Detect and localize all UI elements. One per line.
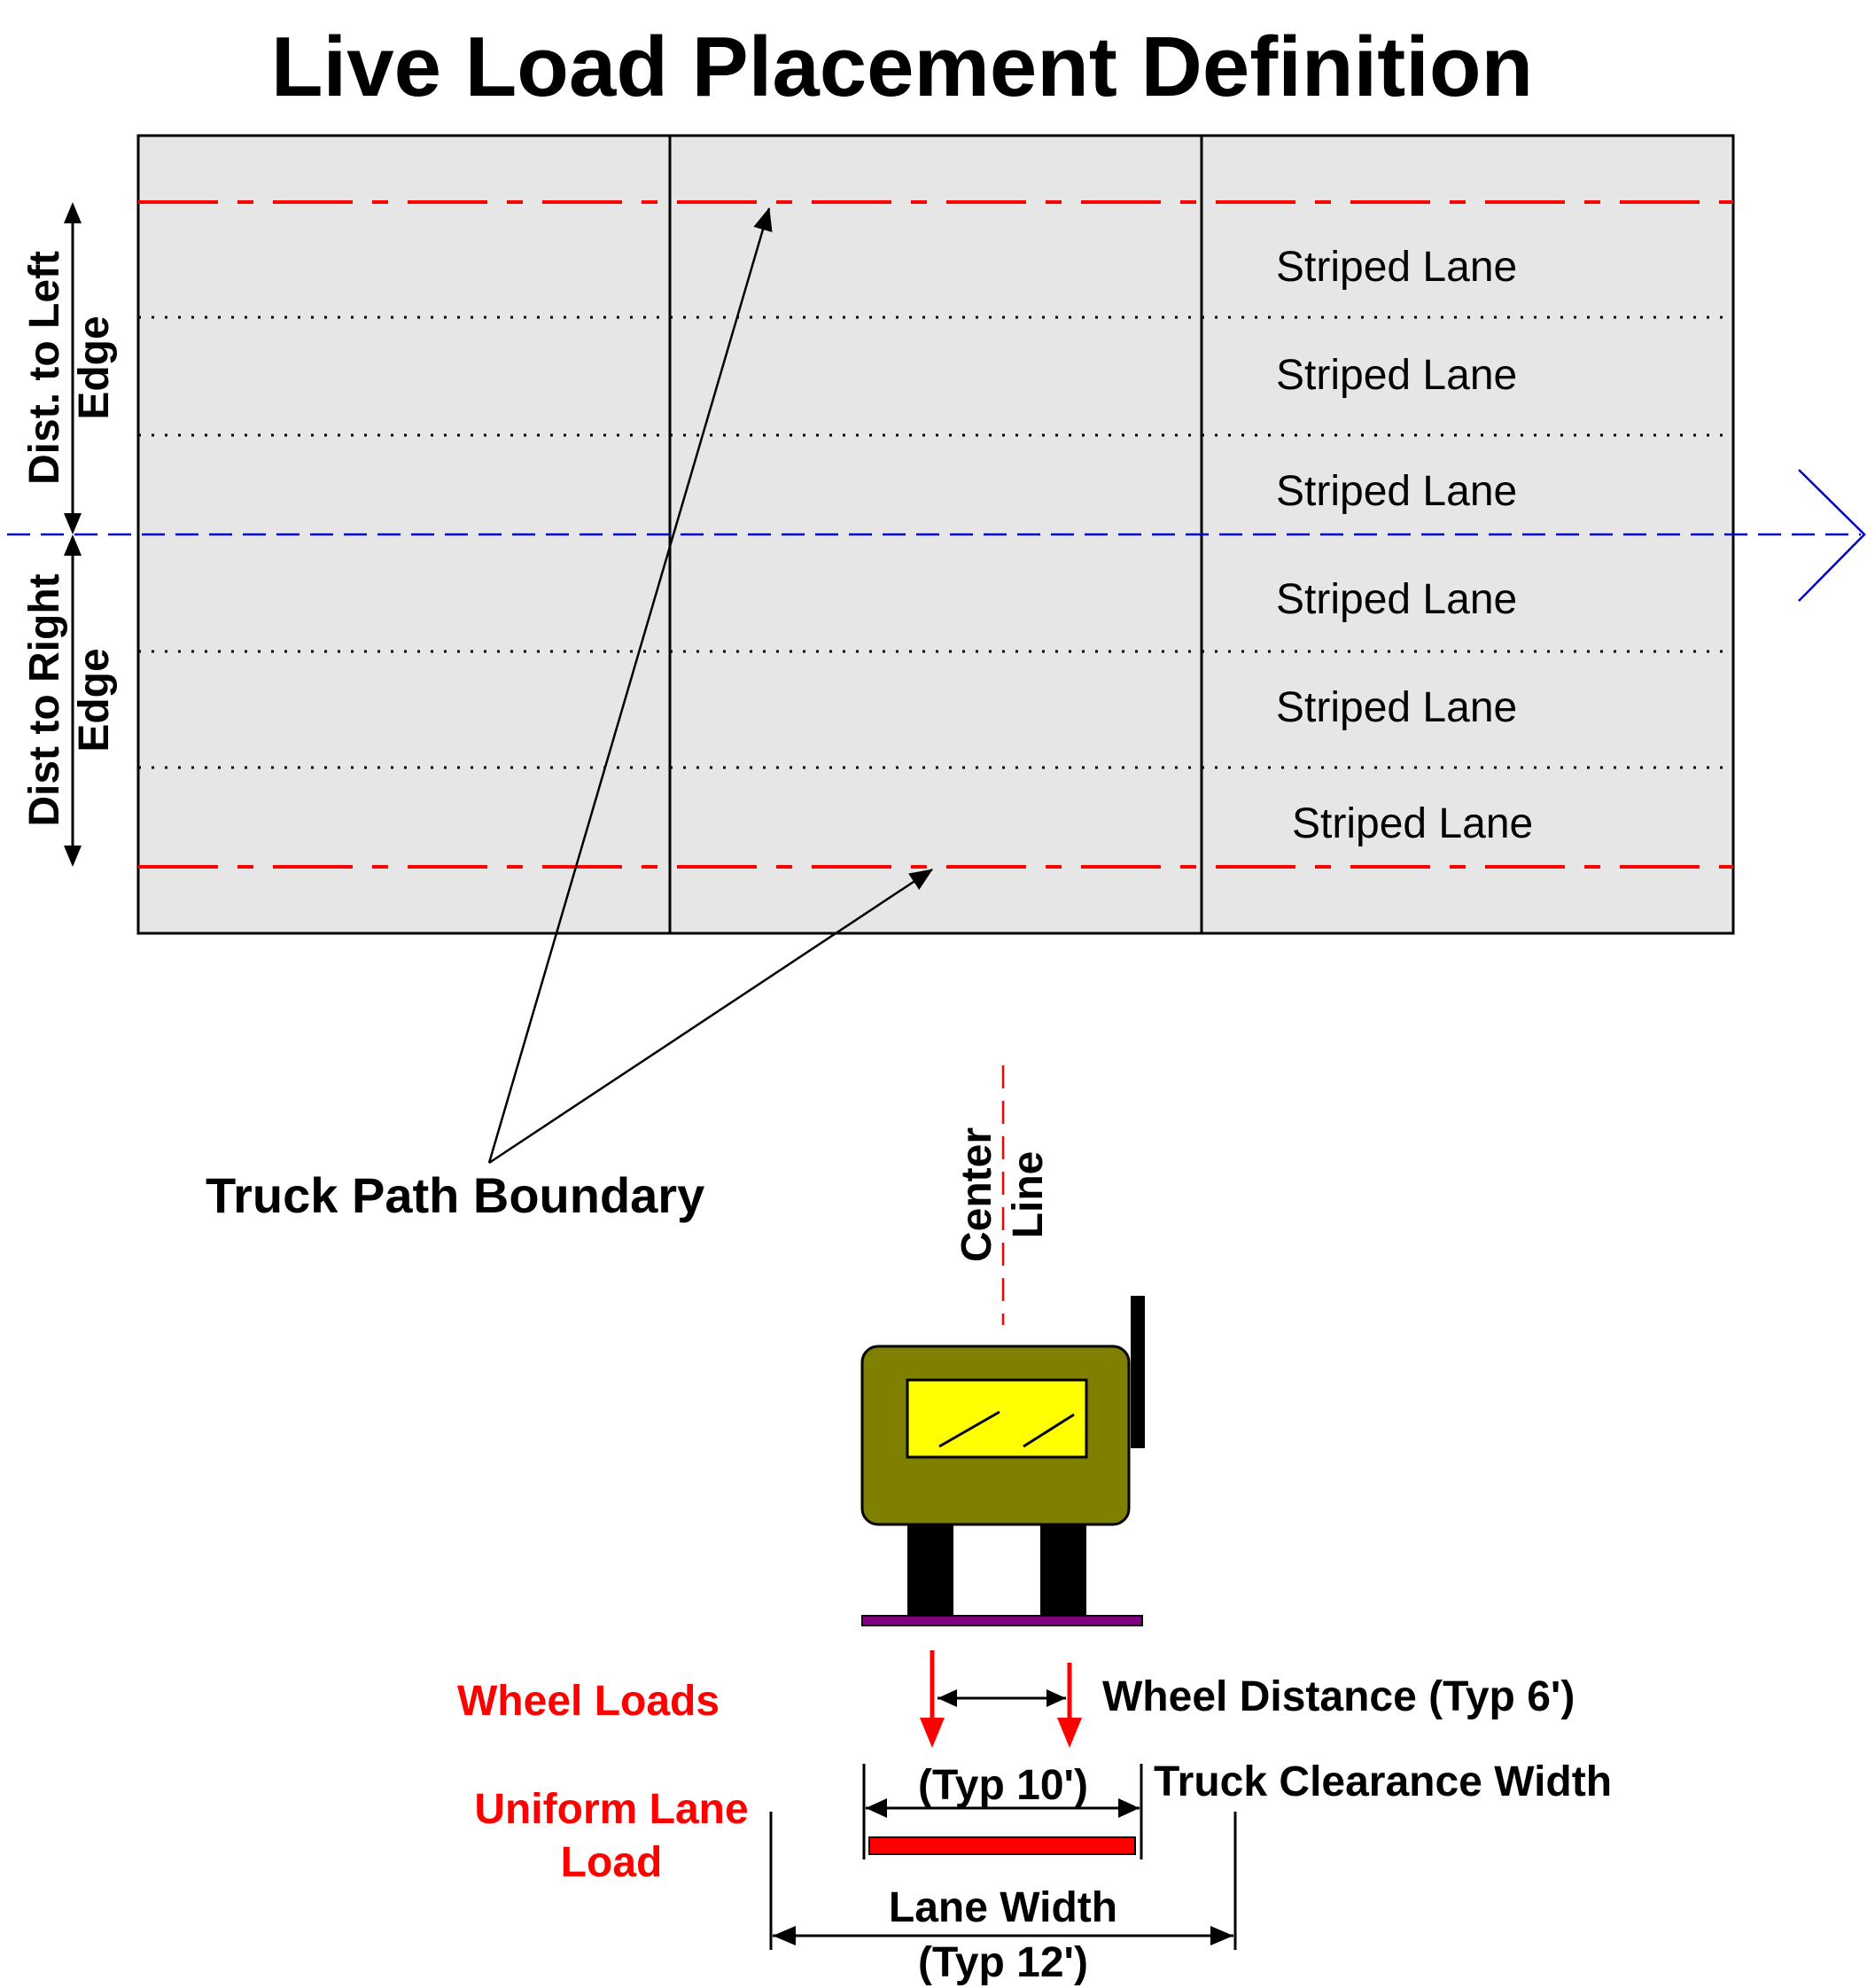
truck-window [906, 1378, 1088, 1459]
leader-line-bottom [488, 868, 933, 1165]
wheel-load-arrow-icon [1057, 1718, 1082, 1748]
leader-line-top [487, 207, 773, 1164]
arrow-down-icon [64, 513, 82, 534]
lane-width-label-line1: Lane Width [889, 1884, 1117, 1931]
arrow-left-icon [866, 1798, 887, 1818]
left-edge-label-line1: Dist. to Left [21, 251, 68, 485]
uniform-lane-load-label-line2: Load [561, 1839, 663, 1886]
truck-axle [861, 1615, 1143, 1626]
truck-path-boundary-label: Truck Path Boundary [206, 1167, 704, 1223]
truck-exhaust-stack [1131, 1296, 1145, 1448]
arrow-right-icon [1046, 1689, 1066, 1707]
right-edge-label: Dist to Right Edge [21, 573, 118, 826]
arrow-up-icon [64, 202, 82, 223]
arrow-up-icon [64, 534, 82, 556]
clearance-typ-label: (Typ 10') [918, 1762, 1088, 1809]
lane-label: Striped Lane [1276, 684, 1517, 731]
wheel-distance-label: Wheel Distance (Typ 6') [1102, 1673, 1575, 1720]
center-line-label-line2: Line [1005, 1151, 1052, 1239]
lane-label: Striped Lane [1276, 352, 1517, 399]
window-glint [938, 1410, 1000, 1448]
right-edge-label-line2: Edge [71, 648, 118, 752]
wheel-loads-label: Wheel Loads [457, 1678, 720, 1725]
uniform-lane-load-label-line1: Uniform Lane [474, 1786, 748, 1833]
lane-label: Striped Lane [1276, 244, 1517, 291]
center-line-label: Center Line [953, 1127, 1052, 1262]
arrow-right-icon [1210, 1926, 1233, 1945]
lane-width-label-line2: (Typ 12') [918, 1939, 1088, 1986]
center-line-label-line1: Center [953, 1127, 1000, 1262]
truck-icon [860, 1296, 1145, 1626]
uniform-lane-load-bar [868, 1836, 1136, 1855]
arrow-left-icon [773, 1926, 796, 1945]
lane-label: Striped Lane [1292, 800, 1533, 847]
window-glint [1023, 1413, 1075, 1448]
right-edge-label-line1: Dist to Right [21, 573, 68, 826]
lane-label: Striped Lane [1276, 576, 1517, 623]
arrow-down-icon [64, 846, 82, 867]
direction-arrow-icon [1798, 469, 1866, 602]
truck-wheel-left [907, 1524, 953, 1618]
left-edge-label-line2: Edge [71, 316, 118, 419]
arrow-right-icon [1118, 1798, 1140, 1818]
diagram-title: Live Load Placement Definition [271, 19, 1533, 114]
lane-label: Striped Lane [1276, 468, 1517, 515]
clearance-width-label: Truck Clearance Width [1154, 1758, 1612, 1805]
arrow-left-icon [938, 1689, 957, 1707]
left-edge-label: Dist. to Left Edge [21, 251, 118, 485]
wheel-load-arrow-icon [920, 1718, 945, 1748]
truck-wheel-right [1040, 1524, 1086, 1618]
